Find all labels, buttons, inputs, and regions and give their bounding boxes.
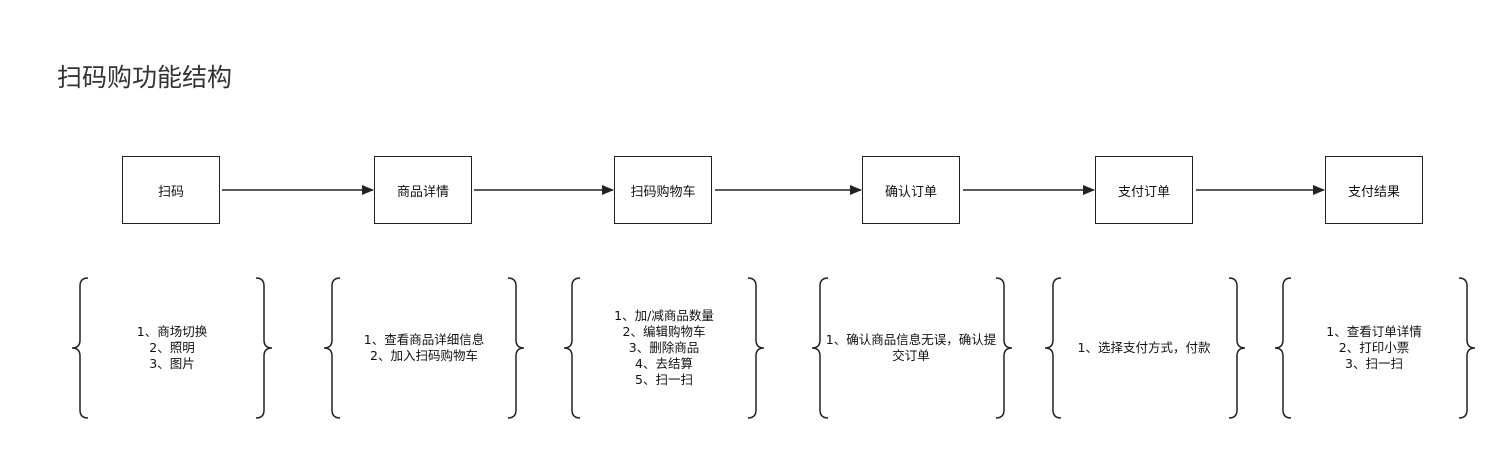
detail-pay-result: 1、查看订单详情 2、打印小票 3、扫一扫	[1292, 278, 1456, 418]
step-box-scan: 扫码	[122, 156, 220, 224]
detail-line: 交订单	[892, 348, 930, 363]
detail-line: 1、查看订单详情	[1326, 324, 1422, 339]
left-brace	[323, 277, 341, 419]
detail-line: 1、查看商品详细信息	[363, 332, 485, 347]
detail-line: 1、选择支付方式，付款	[1077, 340, 1211, 355]
left-brace	[1044, 277, 1062, 419]
left-brace	[811, 277, 829, 419]
detail-line: 4、去结算	[635, 356, 693, 371]
right-brace	[255, 277, 273, 419]
detail-line: 2、加入扫码购物车	[370, 348, 478, 363]
step-label: 商品详情	[396, 184, 449, 200]
step-box-confirm-order: 确认订单	[862, 156, 960, 224]
right-brace	[995, 277, 1013, 419]
step-box-product-detail: 商品详情	[374, 156, 472, 224]
step-box-pay-order: 支付订单	[1095, 156, 1193, 224]
detail-scan-cart: 1、加/减商品数量 2、编辑购物车 3、删除商品 4、去结算 5、扫一扫	[582, 278, 746, 418]
detail-line: 1、加/减商品数量	[614, 308, 714, 323]
detail-line: 1、确认商品信息无误，确认提	[825, 332, 997, 347]
detail-scan: 1、商场切换 2、照明 3、图片	[90, 278, 254, 418]
right-brace	[507, 277, 525, 419]
step-label: 支付订单	[1117, 184, 1170, 200]
left-brace	[71, 277, 89, 419]
detail-line: 3、扫一扫	[1345, 356, 1403, 371]
right-brace	[747, 277, 765, 419]
braces-layer	[71, 277, 1476, 419]
detail-line: 5、扫一扫	[635, 372, 693, 387]
right-brace	[1458, 277, 1476, 419]
step-label: 扫码购物车	[630, 184, 696, 200]
step-label: 支付结果	[1347, 184, 1400, 200]
step-box-pay-result: 支付结果	[1325, 156, 1423, 224]
diagram-title: 扫码购功能结构	[57, 63, 233, 92]
right-brace	[1228, 277, 1246, 419]
detail-line: 3、删除商品	[628, 340, 700, 355]
left-brace	[563, 277, 581, 419]
left-brace	[1274, 277, 1292, 419]
detail-line: 2、编辑购物车	[622, 324, 706, 339]
detail-confirm-order: 1、确认商品信息无误，确认提 交订单	[819, 278, 1003, 418]
detail-product-detail: 1、查看商品详细信息 2、加入扫码购物车	[342, 278, 506, 418]
detail-line: 2、打印小票	[1338, 340, 1410, 355]
step-label: 扫码	[157, 184, 184, 200]
detail-line: 2、照明	[149, 340, 195, 355]
step-box-scan-cart: 扫码购物车	[614, 156, 712, 224]
step-label: 确认订单	[884, 184, 937, 200]
detail-line: 1、商场切换	[136, 324, 208, 339]
detail-pay-order: 1、选择支付方式，付款	[1062, 278, 1226, 418]
detail-line: 3、图片	[149, 356, 195, 371]
